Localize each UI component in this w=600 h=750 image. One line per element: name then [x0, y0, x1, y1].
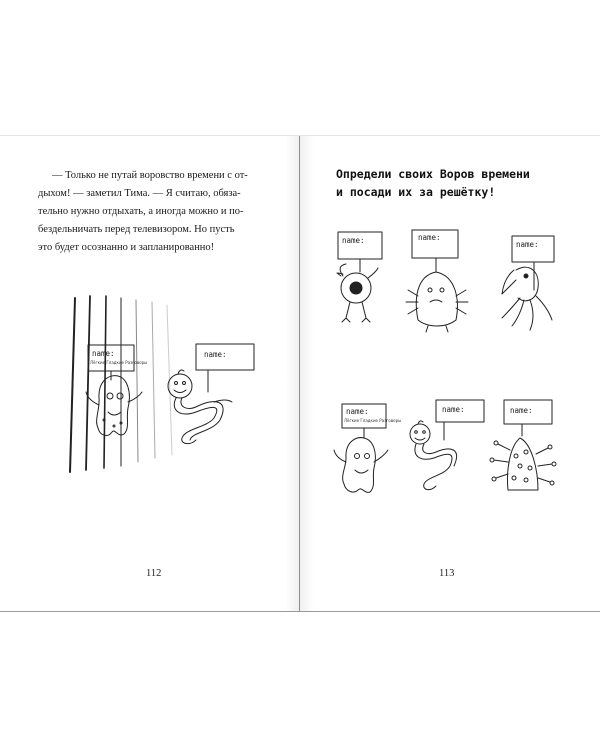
text-line: это будет осознанно и запланированно!	[38, 242, 215, 253]
page-number-left: 112	[146, 568, 162, 579]
sign-3	[511, 235, 555, 291]
heading-line: Определи своих Воров времени	[336, 167, 530, 181]
left-sign-title: name:	[92, 349, 115, 358]
left-page-paragraph: — Только не путай воровство времени с от…	[38, 167, 272, 257]
gutter-shadow-left	[285, 136, 299, 612]
right-sign-title: name:	[204, 350, 227, 359]
blob-monster-drawing	[405, 271, 469, 333]
spread-bottom-edge	[0, 611, 600, 612]
crow-octopus-monster-drawing	[501, 266, 553, 331]
tooth-monster-drawing	[85, 375, 143, 436]
spread-top-edge	[0, 135, 600, 136]
left-name-sign	[87, 344, 135, 381]
heading-line: и посади их за решётку!	[336, 185, 496, 199]
many-eyes-monster-drawing	[489, 437, 557, 491]
sign-2-title: name:	[418, 233, 441, 242]
gutter-shadow-right	[300, 136, 314, 612]
sign-4-title: name:	[346, 407, 369, 416]
text-line: — Только не путай воровство времени с от…	[52, 170, 248, 181]
right-page-heading: Определи своих Воров времени и посади их…	[336, 165, 576, 201]
sign-6	[503, 399, 553, 437]
sign-3-title: name:	[516, 240, 539, 249]
sign-4-subtitle: Лёгкие Гладкие Разговоры	[344, 418, 401, 423]
snake-monster-drawing-2	[409, 420, 458, 491]
book-spread	[0, 136, 600, 612]
eye-bird-monster-drawing	[336, 263, 379, 323]
sign-6-title: name:	[510, 406, 533, 415]
sign-1-title: name:	[342, 236, 365, 245]
sign-1	[337, 231, 383, 273]
right-name-sign	[195, 343, 255, 393]
book-gutter	[299, 136, 300, 612]
tooth-monster-drawing-2	[333, 437, 389, 493]
left-sign-subtitle: Лёгкие Гладкие Разговоры	[90, 360, 147, 365]
sign-4	[341, 403, 387, 439]
jail-bars	[69, 295, 173, 473]
page-number-right: 113	[439, 568, 455, 579]
text-line: дыхом! — заметил Тима. — Я считаю, обяза…	[38, 188, 241, 199]
sign-5-title: name:	[442, 405, 465, 414]
snake-monster-drawing	[167, 369, 233, 445]
sign-5	[435, 399, 485, 441]
text-line: бездельничать перед телевизором. Но пуст…	[38, 224, 235, 235]
text-line: тельно нужно отдыхать, а иногда можно и …	[38, 206, 244, 217]
sign-2	[411, 229, 459, 273]
